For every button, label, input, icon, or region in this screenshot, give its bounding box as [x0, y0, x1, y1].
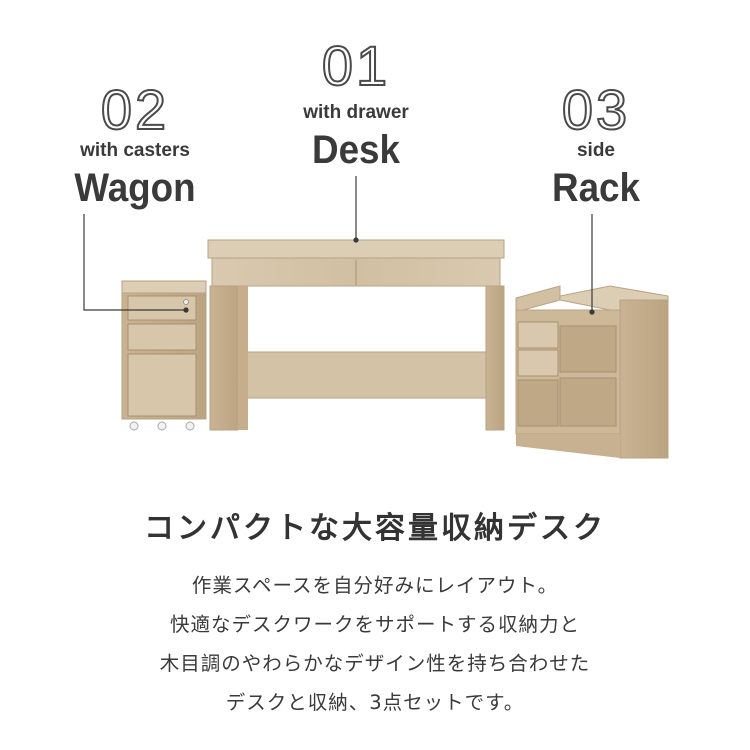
- desk-subtitle: with drawer: [303, 102, 409, 123]
- desk-illustration: [207, 239, 505, 431]
- desk-number: 01: [321, 34, 391, 97]
- wagon-subtitle: with casters: [80, 140, 190, 161]
- description-line-4: デスクと収納、3点セットです。: [225, 691, 525, 714]
- headline: コンパクトな大容量収納デスク: [144, 511, 606, 546]
- rack-name: Rack: [552, 166, 640, 210]
- description-line-2: 快適なデスクワークをサポートする収納力と: [169, 613, 580, 636]
- furniture-illustration: [83, 176, 669, 459]
- rack-number: 03: [561, 78, 631, 141]
- description-line-3: 木目調のやわらかなデザイン性を持ち合わせた: [159, 652, 591, 675]
- description: 作業スペースを自分好みにレイアウト。 快適なデスクワークをサポートする収納力と …: [0, 566, 750, 722]
- wagon-number: 02: [100, 78, 170, 141]
- description-line-1: 作業スペースを自分好みにレイアウト。: [191, 574, 559, 597]
- rack-illustration: [515, 285, 669, 459]
- wagon-illustration: [121, 280, 207, 431]
- desk-name: Desk: [312, 128, 400, 172]
- wagon-name: Wagon: [74, 166, 196, 210]
- rack-subtitle: side: [576, 140, 616, 161]
- leader-lines: [83, 176, 595, 315]
